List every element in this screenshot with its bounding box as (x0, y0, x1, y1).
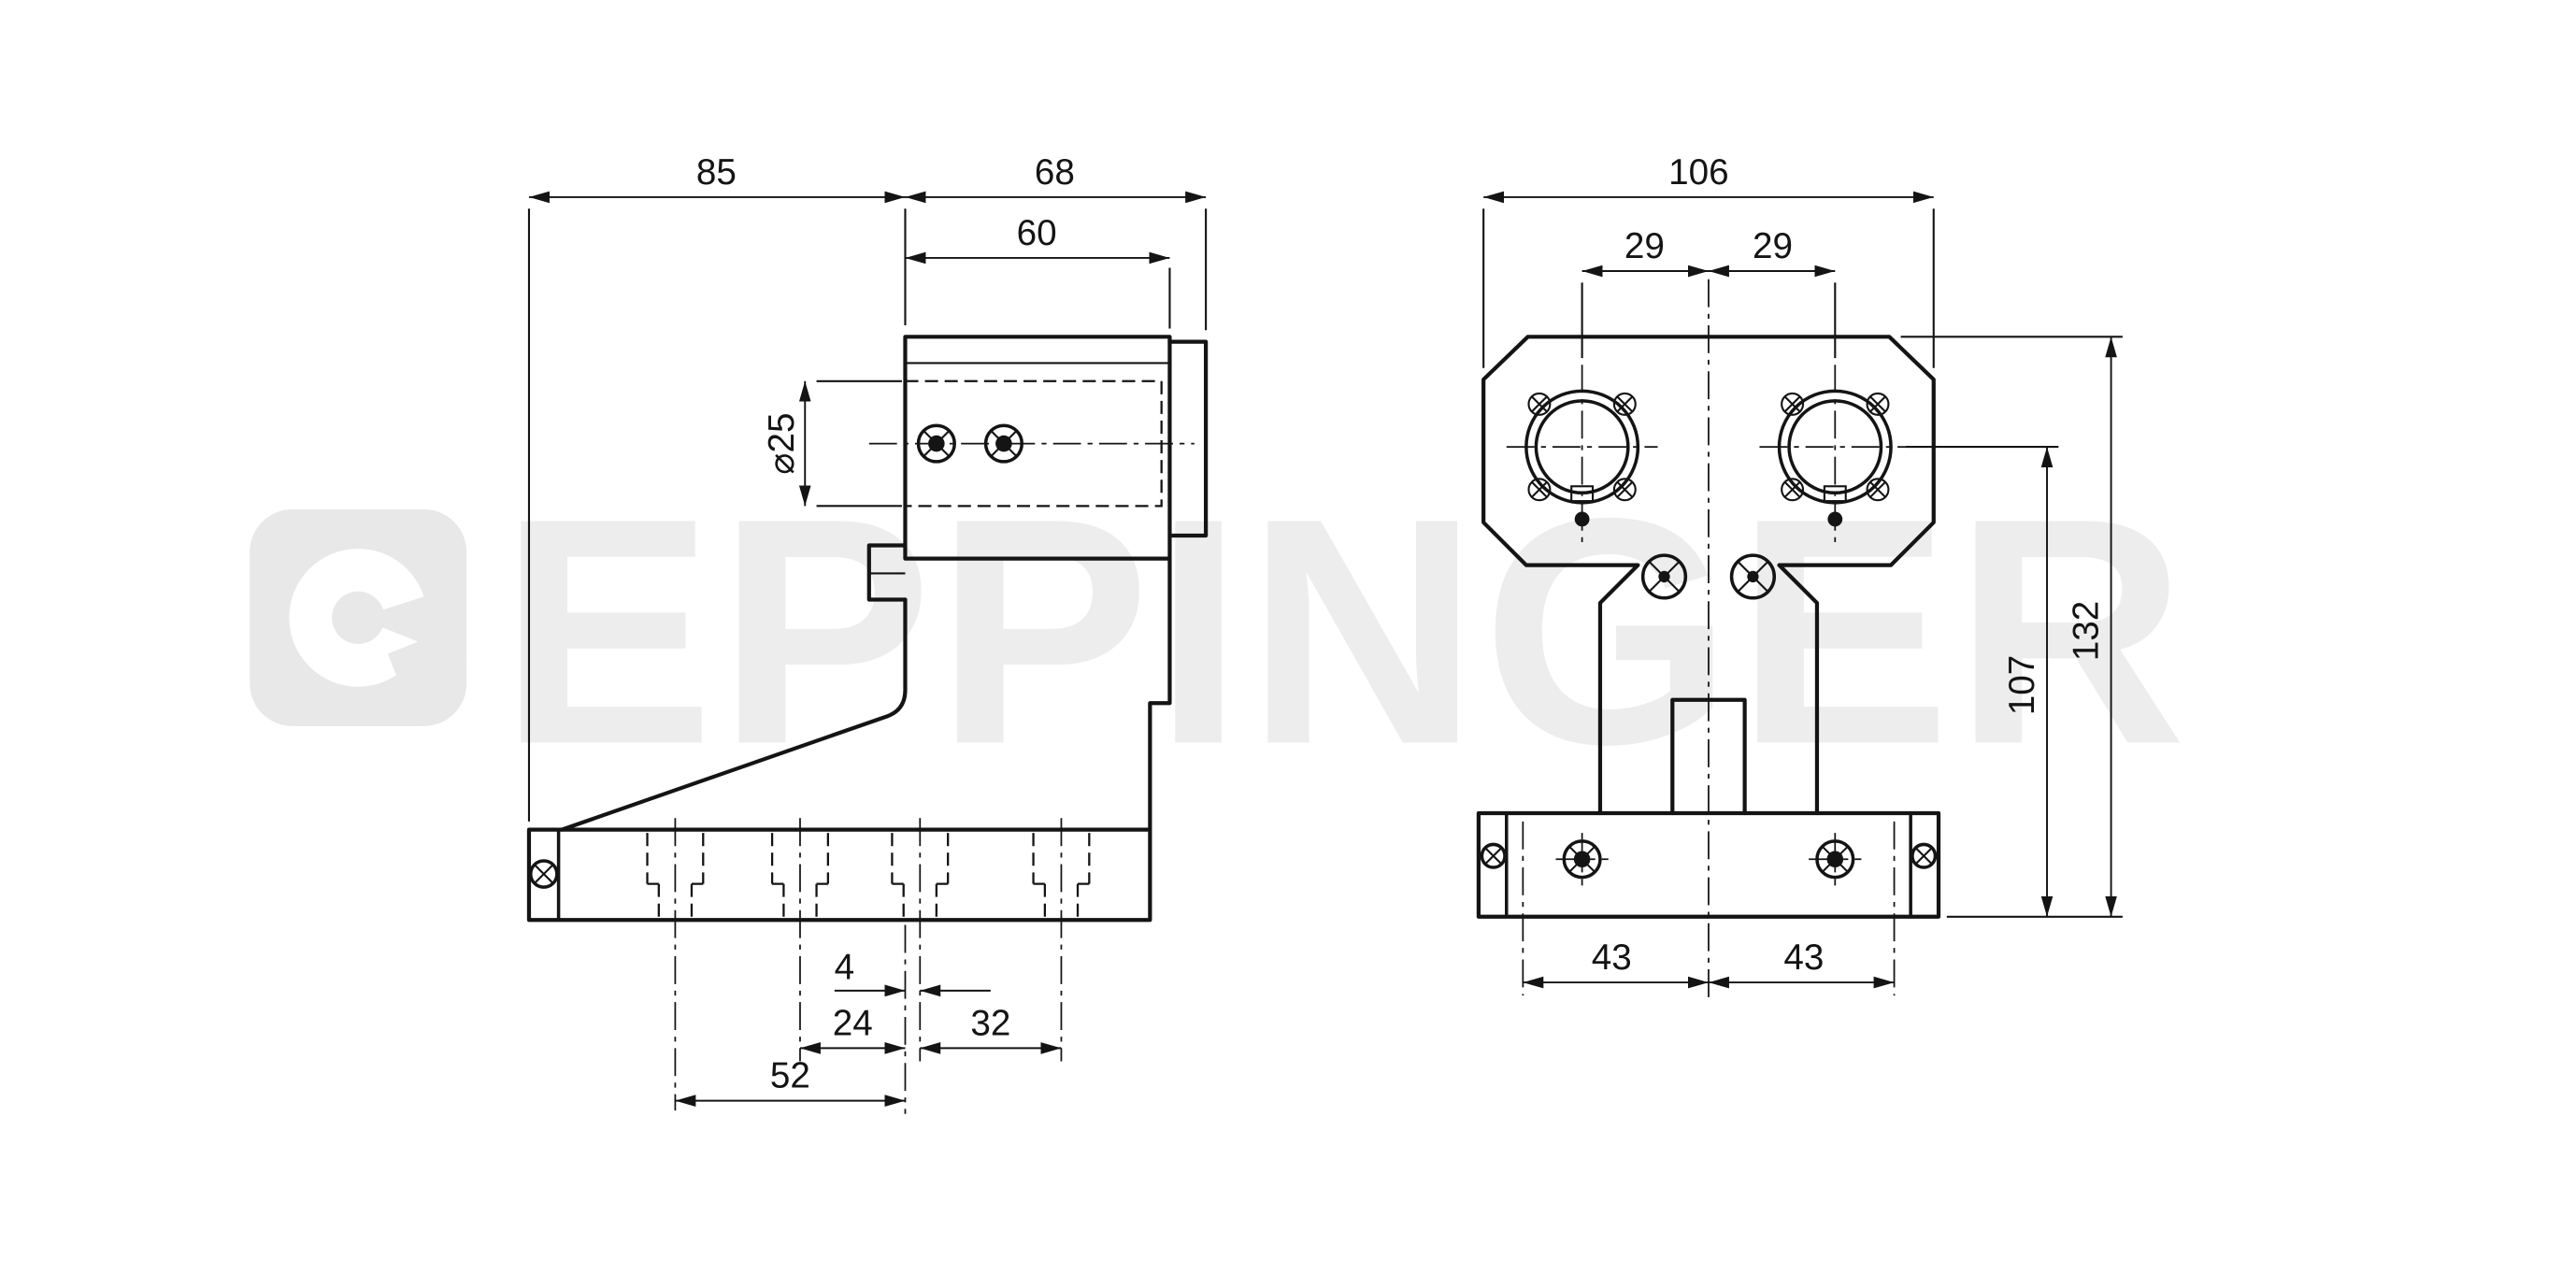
dim-bore-offset-left: 29 (1624, 226, 1665, 266)
screw-icon (528, 859, 559, 889)
watermark-logo (250, 508, 467, 726)
mount-hole (1729, 553, 1777, 600)
dim-offset-small: 4 (835, 948, 855, 988)
side-view-dimensions: 85 68 60 ⌀25 4 24 32 52 (527, 152, 1208, 1107)
screw-icon (983, 423, 1024, 464)
front-view-dimensions: 106 29 29 132 107 43 43 (1482, 152, 2123, 989)
dim-bore-diameter: ⌀25 (762, 412, 802, 474)
dim-pitch-24: 24 (833, 1003, 873, 1043)
tool-socket (1759, 365, 1931, 550)
side-view (526, 335, 1209, 1114)
dim-total-width-front: 106 (1668, 152, 1729, 193)
screw-icon (1809, 833, 1862, 886)
front-view (1476, 279, 1941, 1003)
mount-hole (1640, 553, 1688, 600)
dim-head-top-width: 60 (1017, 213, 1057, 253)
dim-base-hole-right: 43 (1783, 937, 1824, 978)
screw-icon (916, 423, 956, 464)
dim-pitch-52: 52 (770, 1056, 810, 1096)
dim-total-height: 132 (2067, 601, 2107, 662)
dim-total-width: 85 (696, 152, 737, 193)
screw-icon (1911, 842, 1938, 869)
dim-bore-offset-right: 29 (1753, 226, 1793, 266)
dim-pitch-32: 32 (970, 1003, 1010, 1043)
tool-socket (1506, 365, 1658, 550)
screw-icon (1555, 833, 1609, 886)
dim-height-to-center: 107 (2002, 655, 2042, 715)
dim-base-hole-left: 43 (1592, 937, 1632, 978)
watermark-brand-text: EPPINGER (499, 451, 2189, 811)
watermark: EPPINGER (250, 451, 2189, 811)
screw-icon (1480, 842, 1507, 869)
dim-head-width: 68 (1035, 152, 1075, 193)
